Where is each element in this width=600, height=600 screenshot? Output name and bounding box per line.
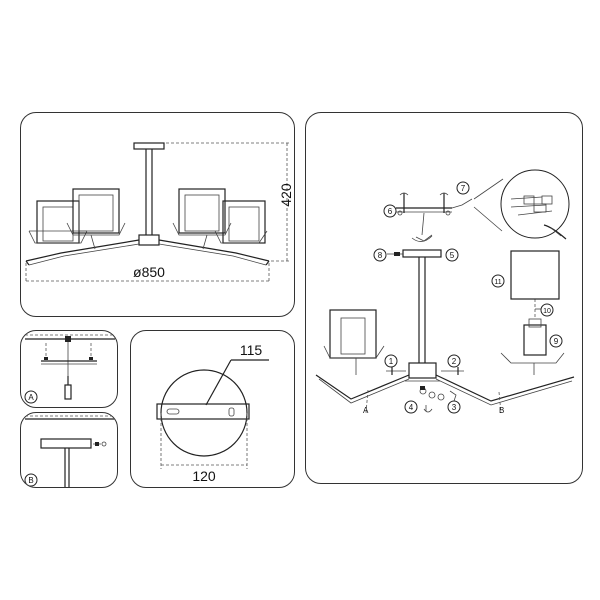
shade-right-inner — [172, 188, 232, 250]
callout-7: 7 — [456, 181, 470, 195]
plate-width-label: 120 — [192, 468, 216, 484]
mount-plate-bar — [156, 403, 250, 420]
arm-right — [158, 239, 270, 262]
callout-9: 9 — [549, 334, 563, 348]
svg-text:3: 3 — [452, 403, 457, 412]
lamp-shade — [510, 250, 560, 300]
step-a-drawing: A — [24, 334, 115, 404]
callout-10: 10 — [535, 303, 554, 317]
callout-1: 1 — [384, 354, 398, 368]
plate-slot-right — [228, 407, 235, 417]
svg-text:7: 7 — [461, 184, 466, 193]
assembly-shade-left — [323, 309, 385, 375]
svg-text:8: 8 — [378, 251, 383, 260]
svg-text:2: 2 — [452, 357, 457, 366]
callout-11: 11 — [491, 274, 505, 288]
callout-3: 3 — [447, 400, 461, 414]
assembly-panel: A B — [305, 112, 583, 484]
arm-a — [315, 374, 410, 400]
step-b-drawing: B — [24, 415, 115, 487]
svg-text:6: 6 — [388, 207, 393, 216]
assembly-exploded-drawing: A B — [315, 169, 575, 415]
step-b-panel: B — [20, 412, 118, 488]
svg-text:10: 10 — [543, 308, 551, 315]
arm-label-a: A — [363, 406, 369, 415]
callout-2: 2 — [447, 354, 461, 368]
svg-text:B: B — [28, 476, 33, 485]
plate-leader-line — [205, 359, 232, 406]
svg-text:1: 1 — [389, 357, 394, 366]
callout-4: 4 — [404, 400, 418, 414]
step-a-label: A — [24, 390, 38, 404]
plate-slot-left — [166, 408, 180, 415]
mount-plate-drawing: 115 120 — [156, 342, 269, 484]
arm-b — [435, 374, 575, 402]
canopy — [133, 142, 165, 150]
step-b-label: B — [24, 473, 38, 487]
mount-plate-panel: 115 120 — [130, 330, 295, 488]
arm-label-b: B — [499, 406, 504, 415]
socket-assembly — [500, 299, 565, 375]
canopy-mounted — [40, 438, 92, 449]
shade-right-outer — [214, 200, 268, 244]
arm-left — [25, 239, 140, 262]
hub — [138, 234, 160, 246]
svg-text:4: 4 — [409, 403, 414, 412]
step-a-panel: A — [20, 330, 118, 408]
shade-left-inner — [66, 188, 126, 250]
small-hardware — [419, 386, 457, 413]
svg-text:11: 11 — [494, 279, 501, 286]
overall-dimensions-panel: 420 ø850 — [20, 112, 295, 317]
assembly-hub — [408, 362, 437, 379]
height-dimension-label: 420 — [278, 183, 294, 207]
callout-5: 5 — [445, 248, 459, 262]
diameter-dimension-label: ø850 — [133, 264, 165, 280]
callout-6: 6 — [383, 204, 397, 218]
svg-text:5: 5 — [450, 251, 455, 260]
svg-text:A: A — [28, 393, 34, 402]
chandelier-dimension-drawing: 420 ø850 — [25, 142, 294, 283]
mounting-bracket — [396, 192, 452, 216]
canopy-part — [402, 249, 442, 258]
plate-height-label: 115 — [240, 342, 263, 358]
svg-text:9: 9 — [554, 337, 559, 346]
shade-left-outer — [28, 200, 88, 244]
wire-connector-detail — [510, 195, 567, 240]
screwdriver-icon — [64, 376, 72, 400]
callout-8: 8 — [373, 248, 387, 262]
